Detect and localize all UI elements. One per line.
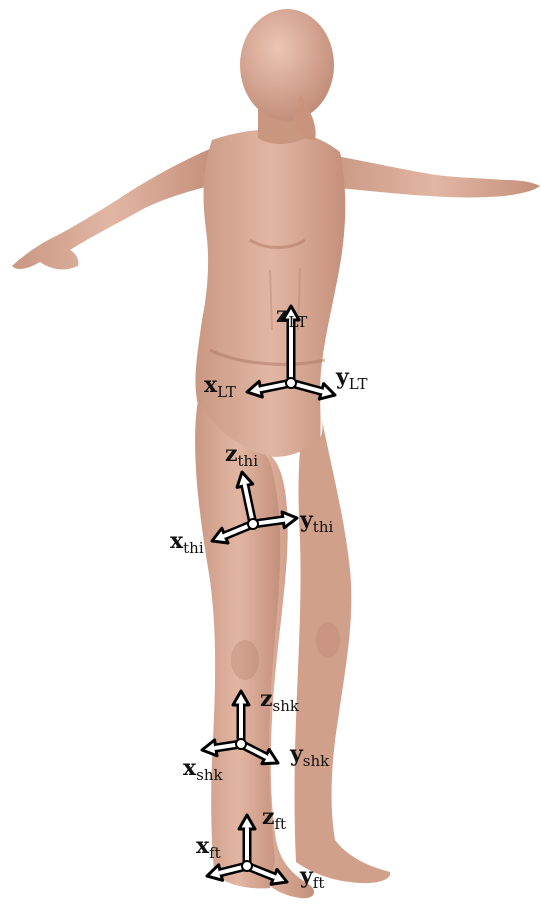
human-body-model [12, 9, 540, 898]
origin-LT [286, 378, 296, 388]
head [240, 9, 334, 121]
label-z-ft: zft [262, 804, 286, 833]
label-y-LT: yLT [335, 364, 368, 393]
right-leg [295, 420, 391, 883]
label-z-shk: zshk [260, 686, 300, 715]
origin-shk [236, 739, 246, 749]
origin-thi [248, 519, 258, 529]
origin-ft [242, 861, 252, 871]
label-x-thi: xthi [170, 528, 204, 557]
right-arm [330, 155, 540, 198]
left-arm [12, 148, 212, 269]
